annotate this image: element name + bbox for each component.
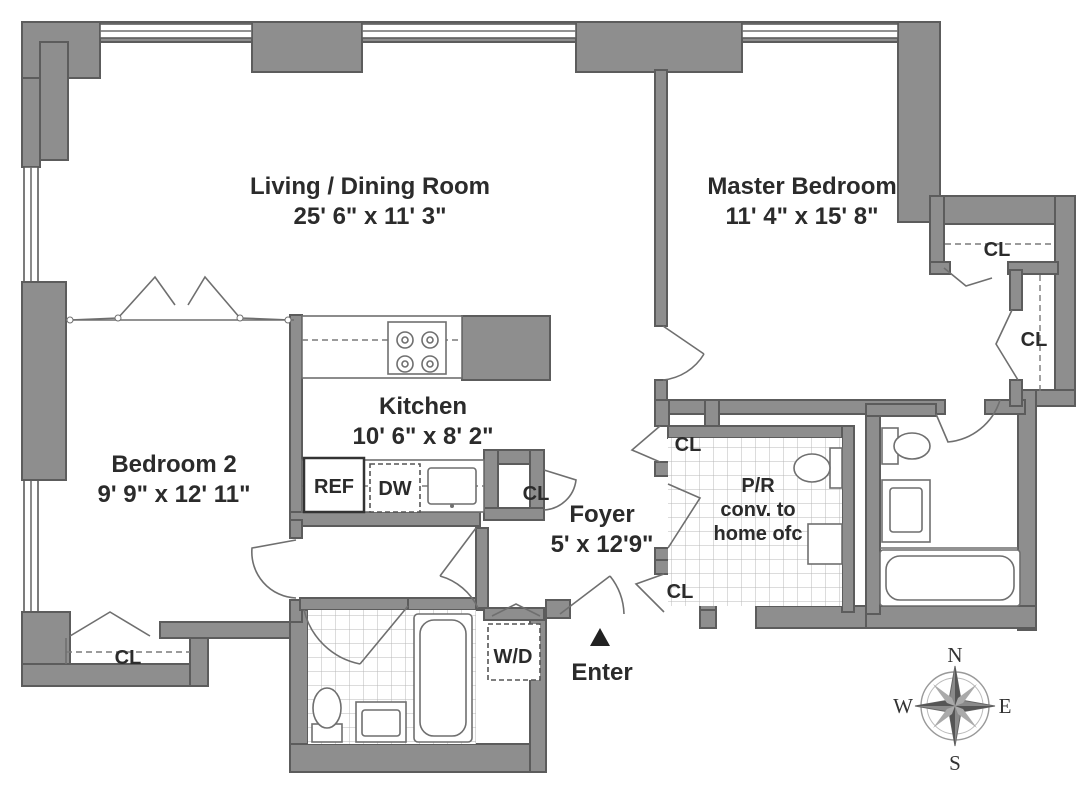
exterior-walls (21, 21, 1076, 773)
foyer-dims: 5' x 12'9" (551, 531, 654, 558)
closet-lines (65, 243, 1055, 664)
kitchen-name: Kitchen (379, 393, 467, 420)
room-labels: Living / Dining Room 25' 6" x 11' 3" Mas… (98, 173, 1048, 686)
kitchen-dims: 10' 6" x 8' 2" (353, 423, 494, 450)
doors (66, 267, 1019, 665)
master-bedroom-dims: 11' 4" x 15' 8" (726, 203, 879, 230)
foyer-closet-2-label: CL (667, 581, 694, 603)
compass-north: N (947, 643, 962, 667)
compass-rose: N S E W (893, 643, 1011, 775)
compass-south: S (949, 751, 961, 775)
pr-label-line1: P/R (741, 475, 775, 497)
master-closet-1-label: CL (984, 239, 1011, 261)
bath-fixtures (311, 427, 1021, 743)
enter-arrow-icon (590, 628, 610, 646)
compass-east: E (999, 694, 1012, 718)
washer-dryer (487, 623, 541, 681)
bedroom2-dims: 9' 9" x 12' 11" (98, 481, 251, 508)
foyer-closet-1-label: CL (675, 434, 702, 456)
master-bedroom-name: Master Bedroom (707, 173, 896, 200)
kitchen-fixtures (301, 315, 485, 514)
pr-label-line2: conv. to (720, 499, 795, 521)
master-closet-2-label: CL (1021, 329, 1048, 351)
living-room-name: Living / Dining Room (250, 173, 490, 200)
refrigerator-label: REF (314, 476, 354, 498)
bedroom2-closet-label: CL (115, 647, 142, 669)
foyer-name: Foyer (569, 501, 634, 528)
living-room-dims: 25' 6" x 11' 3" (294, 203, 447, 230)
pr-label-line3: home ofc (714, 523, 803, 545)
interior-walls (289, 69, 1059, 623)
dishwasher-label: DW (378, 478, 411, 500)
dishwasher (369, 463, 421, 513)
refrigerator (302, 456, 366, 514)
washer-dryer-label: W/D (494, 646, 533, 668)
compass-west: W (893, 694, 913, 718)
bedroom2-name: Bedroom 2 (111, 451, 236, 478)
kitchen-closet-label: CL (523, 483, 550, 505)
enter-label: Enter (571, 659, 632, 686)
